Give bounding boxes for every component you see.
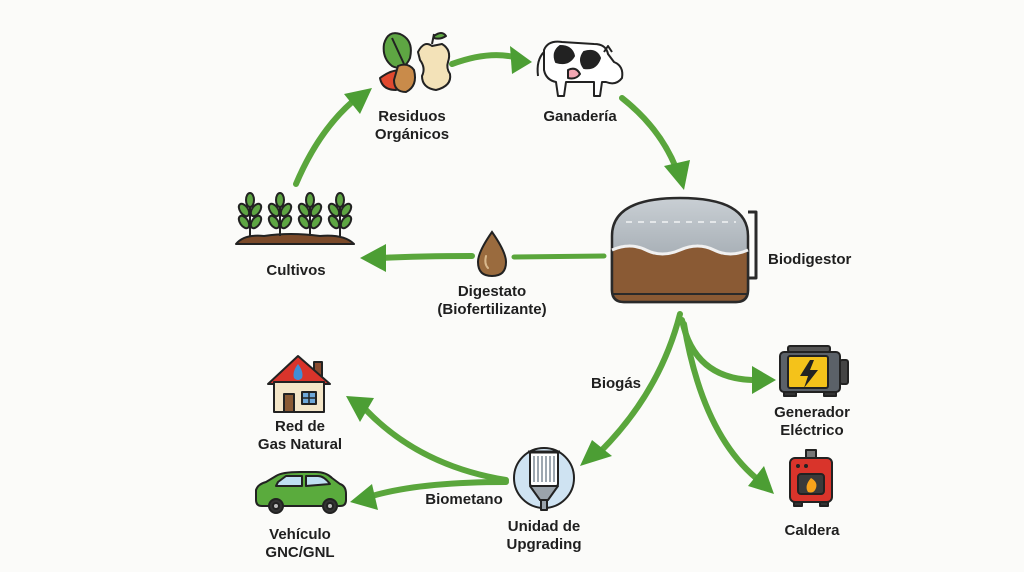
generator-icon — [779, 345, 849, 397]
arrow-cultivos-to-residuos — [293, 88, 372, 187]
node-cultivos: Cultivos — [266, 262, 325, 280]
cow-icon — [536, 40, 624, 97]
node-biodigestor: Biodigestor — [768, 251, 851, 269]
residuos-label-line2: Orgánicos — [374, 126, 450, 143]
red-gas-label-line1: Red de — [274, 418, 326, 435]
arrow-upgrading-to-red-gas — [346, 396, 509, 483]
crops-icon — [235, 192, 355, 245]
droplet-icon — [476, 230, 508, 278]
biometano-label: Biometano — [425, 491, 503, 508]
vehiculo-label-line2: GNC/GNL — [265, 544, 335, 561]
house-icon — [267, 355, 331, 413]
cultivos-label: Cultivos — [266, 262, 326, 279]
node-ganaderia: Ganadería — [543, 108, 616, 126]
upgrading-label-line1: Unidad de — [507, 518, 581, 535]
node-digestato: Digestato (Biofertilizante) — [437, 283, 546, 319]
digester-tank-icon — [610, 196, 758, 304]
residuos-label-line1: Residuos — [378, 108, 446, 125]
arrow-ganaderia-to-biodigestor — [619, 95, 690, 190]
edge-label-biogas: Biogás — [591, 375, 641, 393]
biodigestor-label: Biodigestor — [768, 251, 852, 268]
node-unidad-upgrading: Unidad de Upgrading — [507, 518, 582, 554]
arrow-biodigestor-to-caldera — [681, 321, 774, 494]
node-caldera: Caldera — [784, 522, 839, 540]
food-waste-icon — [379, 32, 452, 93]
biogas-label: Biogás — [590, 375, 642, 392]
ganaderia-label: Ganadería — [543, 108, 617, 125]
digestato-label-line2: (Biofertilizante) — [437, 301, 547, 318]
digestato-label-line1: Digestato — [457, 283, 527, 300]
arrow-biodigestor-to-digestato — [511, 253, 607, 260]
node-vehiculo: Vehículo GNC/GNL — [265, 526, 334, 562]
red-gas-label-line2: Gas Natural — [257, 436, 343, 453]
filter-icon — [513, 447, 575, 511]
arrow-biodigestor-to-upgrading — [580, 311, 683, 466]
node-generador-electrico: Generador Eléctrico — [774, 404, 850, 440]
arrow-upgrading-to-vehiculo — [350, 479, 509, 510]
edge-label-biometano: Biometano — [425, 491, 503, 509]
upgrading-label-line2: Upgrading — [506, 536, 582, 553]
caldera-label: Caldera — [784, 522, 840, 539]
car-icon — [255, 471, 347, 514]
boiler-icon — [789, 449, 833, 507]
node-red-gas-natural: Red de Gas Natural — [258, 418, 342, 454]
generador-label-line2: Eléctrico — [780, 422, 844, 439]
arrow-residuos-to-ganaderia — [449, 46, 532, 74]
vehiculo-label-line1: Vehículo — [269, 526, 331, 543]
generador-label-line1: Generador — [774, 404, 850, 421]
node-residuos-organicos: Residuos Orgánicos — [375, 108, 449, 144]
arrow-digestato-to-cultivos — [360, 244, 475, 272]
